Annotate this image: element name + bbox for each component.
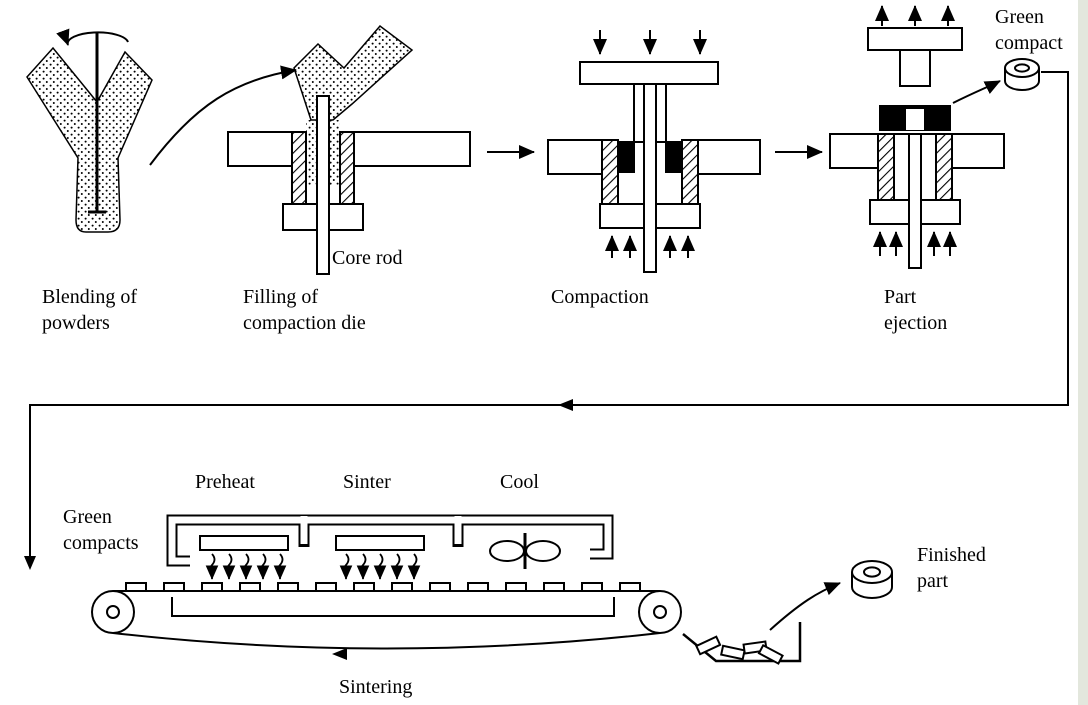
scan-edge-artifact xyxy=(1078,0,1088,705)
label-preheat: Preheat xyxy=(195,471,255,493)
core-rod xyxy=(316,95,330,275)
label-blending: Blending of powders xyxy=(42,286,137,334)
discharge-bin xyxy=(682,622,802,665)
bin-to-finished-arrow xyxy=(769,582,841,631)
label-sintering: Sintering xyxy=(339,676,413,698)
finished-part xyxy=(851,560,893,599)
label-filling: Filling of compaction die xyxy=(243,286,366,334)
flow-path xyxy=(24,71,1069,570)
compaction-station xyxy=(547,30,761,273)
label-sinter: Sinter xyxy=(343,471,391,493)
furnace-hood xyxy=(166,514,614,567)
label-compaction: Compaction xyxy=(551,286,649,308)
preheat-heater xyxy=(199,535,289,551)
green-compact-part xyxy=(1004,58,1040,91)
filling-station xyxy=(227,24,471,275)
sinter-heater xyxy=(335,535,425,551)
heat-arrows xyxy=(205,553,421,580)
cooling-fan-icon xyxy=(489,533,561,569)
compacts-on-belt xyxy=(125,582,641,592)
label-green-compacts: Green compacts xyxy=(63,506,139,554)
label-finished-part: Finished part xyxy=(917,544,986,592)
blend-to-fill-arrow xyxy=(149,65,297,166)
label-part-ejection: Part ejection xyxy=(884,286,948,334)
conveyor-belt xyxy=(91,582,682,660)
label-green-compact: Green compact xyxy=(995,6,1063,54)
label-core-rod: Core rod xyxy=(332,247,403,269)
label-cool: Cool xyxy=(500,471,539,493)
blender-vessel xyxy=(26,28,153,233)
ejection-station xyxy=(829,5,1005,269)
